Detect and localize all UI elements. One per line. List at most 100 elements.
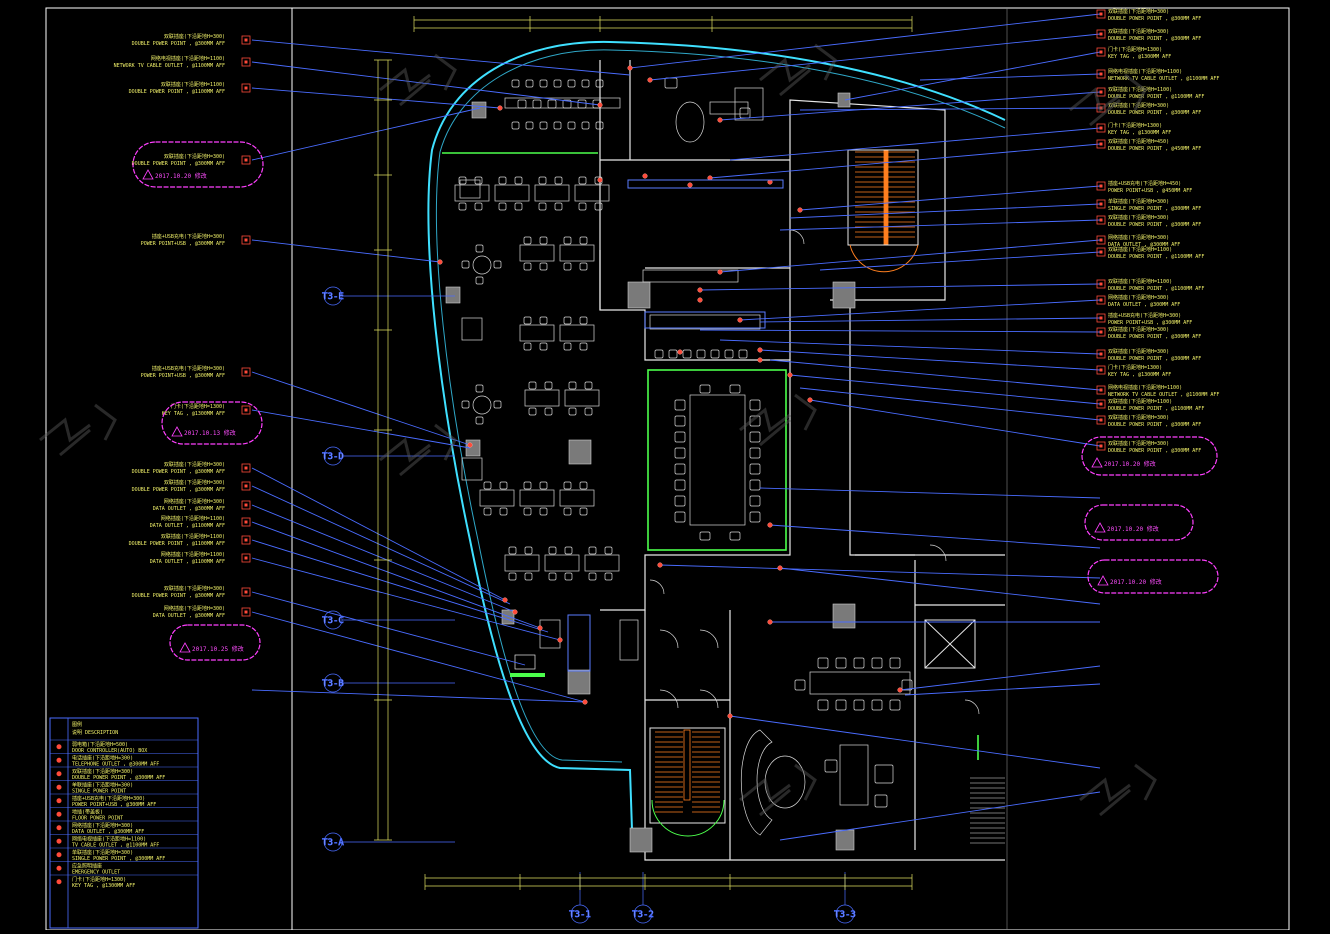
chair	[474, 202, 483, 211]
callout-text-en: DATA OUTLET , @300MM AFF	[1108, 302, 1180, 308]
leader-line	[709, 143, 1101, 179]
chair	[475, 244, 484, 253]
callout-tag-box	[1096, 399, 1106, 409]
callout-tag-box	[1096, 441, 1106, 451]
callout-tag-dot	[1099, 12, 1103, 16]
chair	[584, 407, 593, 416]
chair	[749, 495, 761, 507]
chair	[595, 121, 604, 130]
grid-bubble	[570, 904, 590, 924]
callout-text-en: DOUBLE POWER POINT , @300MM AFF	[132, 593, 225, 599]
legend-text-en: FLOOR POWER POINT	[72, 816, 123, 822]
callout-tag-dot	[1099, 142, 1103, 146]
grid-bubble	[323, 446, 343, 466]
chair	[567, 79, 576, 88]
chair	[544, 407, 553, 416]
chair	[749, 447, 761, 459]
callout-tag-dot	[1099, 388, 1103, 392]
callout-text-en: NETWORK TV CABLE OUTLET , @1100MM AFF	[1108, 392, 1219, 398]
chair	[578, 176, 587, 185]
callout-tag-box	[1096, 103, 1106, 113]
device-tag	[597, 177, 603, 183]
desk	[559, 244, 595, 262]
leader-line	[789, 203, 1101, 219]
grid-label-col: T3-3	[834, 910, 856, 920]
legend-symbol	[56, 757, 62, 763]
leader-line	[779, 219, 1101, 231]
leader-line	[251, 611, 586, 703]
callout-text-zh: 网络插座(下沿距地H=300)	[1108, 234, 1169, 241]
callout-tag-dot	[1099, 218, 1103, 222]
chair	[548, 572, 557, 581]
chair	[578, 202, 587, 211]
callout-text-zh: 双联插座(下沿距地H=450)	[1108, 138, 1169, 145]
leader-line	[799, 387, 1101, 421]
device-tag	[657, 562, 663, 568]
device-tag	[502, 597, 508, 603]
callout-text-zh: 双联插座(下沿距地H=1100)	[1108, 278, 1172, 285]
chair	[563, 507, 572, 516]
callout-text-en: DATA OUTLET , @300MM AFF	[1108, 242, 1180, 248]
chair	[475, 416, 484, 425]
legend-symbol	[56, 852, 62, 858]
grid-bubble	[323, 610, 343, 630]
callout-tag-dot	[1099, 330, 1103, 334]
interior-walls	[599, 60, 1005, 861]
callout-tag-box	[241, 535, 251, 545]
desk	[839, 744, 869, 806]
chair	[483, 507, 492, 516]
chair	[525, 79, 534, 88]
callout-text-zh: 网络插座(下沿距地H=1100)	[161, 515, 225, 522]
callout-tag-box	[1096, 279, 1106, 289]
chair	[523, 507, 532, 516]
callout-text-en: NETWORK TV CABLE OUTLET , @1100MM AFF	[1108, 76, 1219, 82]
chair	[524, 572, 533, 581]
callout-tag-dot	[1099, 106, 1103, 110]
chair	[749, 479, 761, 491]
chair	[499, 507, 508, 516]
legend-text-en: DATA OUTLET , @300MM AFF	[72, 829, 144, 835]
callout-tag-box	[1096, 415, 1106, 425]
cable-tray	[644, 311, 766, 329]
revision-note: 2017.10.13 修改	[184, 429, 236, 437]
chair	[553, 79, 562, 88]
callout-tag-box	[241, 463, 251, 473]
leader-line	[729, 127, 1101, 161]
chair	[674, 431, 686, 443]
revision-note: 2017.10.25 修改	[192, 645, 244, 653]
leader-line	[251, 239, 441, 263]
chair	[547, 99, 557, 109]
chair	[682, 349, 692, 359]
leader-line	[251, 689, 586, 703]
callout-tag-dot	[1099, 184, 1103, 188]
chair	[817, 657, 829, 669]
desk	[519, 244, 555, 262]
leader-line	[769, 524, 1101, 549]
chair	[539, 236, 548, 245]
chair	[523, 316, 532, 325]
chair	[874, 764, 894, 784]
round-table	[472, 255, 492, 275]
chair	[699, 384, 711, 394]
device-tag	[727, 713, 733, 719]
chair	[749, 431, 761, 443]
chair	[493, 260, 502, 269]
callout-tag-box	[241, 553, 251, 563]
leader-line	[719, 239, 1101, 273]
grid-label-col: T3-1	[569, 910, 591, 920]
callout-text-en: DOUBLE POWER POINT , @300MM AFF	[132, 469, 225, 475]
callout-text-en: POWER POINT+USB , @300MM AFF	[1108, 320, 1192, 326]
door-swing	[964, 699, 980, 715]
door-swing	[659, 689, 679, 709]
callout-tag-dot	[1099, 202, 1103, 206]
chair	[498, 202, 507, 211]
chair	[568, 407, 577, 416]
callout-text-zh: 双联插座(下沿距地H=300)	[1108, 414, 1169, 421]
device-tag	[437, 259, 443, 265]
grid-bubble	[323, 286, 343, 306]
legend-title: 图例	[72, 721, 82, 728]
desk	[519, 489, 555, 507]
callout-tag-box	[1096, 29, 1106, 39]
